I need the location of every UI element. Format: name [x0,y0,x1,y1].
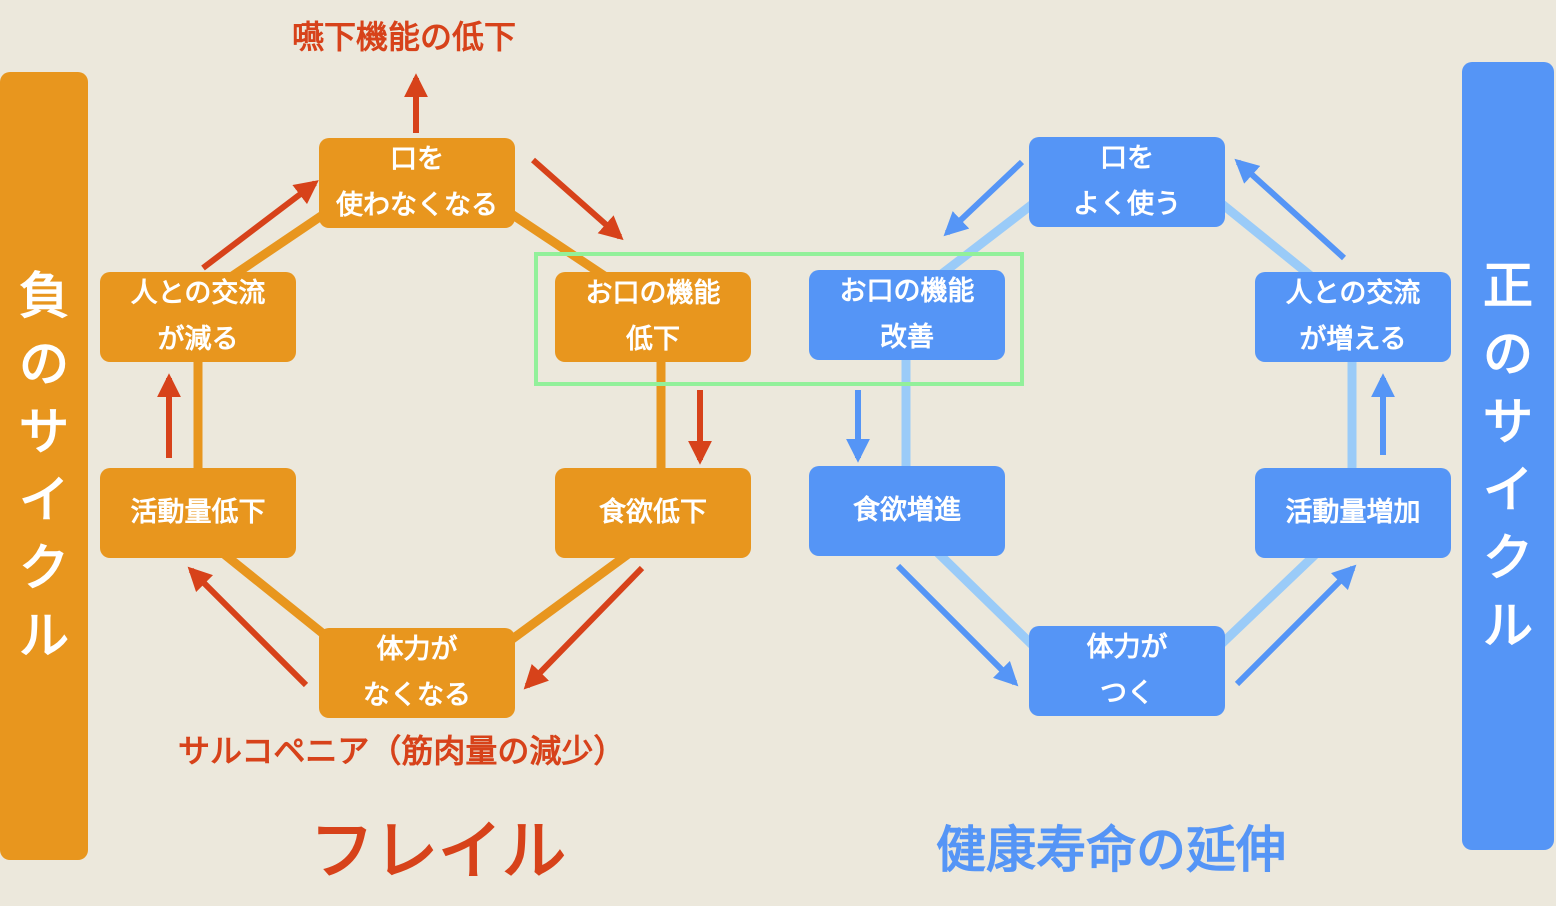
node-line: が増える [1299,324,1407,355]
side-char: ル [1483,597,1533,655]
oral-function-highlight [534,252,1024,386]
side-char: の [19,335,69,393]
positive-cycle-arrows [846,158,1395,687]
side-char: サ [19,403,69,461]
node-line: お口の機能 [839,276,975,307]
node-activity-increase: 活動量増加 [1255,468,1451,558]
healthy-lifespan-title: 健康寿命の延伸 [936,821,1286,879]
negative-cycle-side-bar: 負 の サ イ ク ル [0,72,88,860]
node-line: 活動量増加 [1285,497,1421,528]
node-social-decline: 人との交流 が減る [100,272,296,362]
node-appetite-increase: 食欲増進 [809,466,1005,556]
negative-cycle-arrows [157,73,712,690]
node-line: お口の機能 [585,278,721,309]
node-line: 食欲増進 [853,495,961,526]
node-stamina-gain: 体力が つく [1029,626,1225,716]
node-line: なくなる [363,680,471,711]
side-char: ル [19,607,69,665]
node-stamina-loss: 体力が なくなる [319,628,515,718]
node-social-increase: 人との交流 が増える [1255,272,1451,362]
node-oral-decline: お口の機能 低下 [555,272,751,362]
node-line: 使わなくなる [336,190,498,221]
node-mouth-used: 口を よく使う [1029,137,1225,227]
side-char: 負 [19,267,69,325]
node-line: 低下 [626,324,680,355]
sarcopenia-label: サルコペニア（筋肉量の減少） [178,732,626,770]
node-line: よく使う [1073,189,1181,220]
node-line: 体力が [376,634,458,665]
node-line: 活動量低下 [130,497,266,528]
side-char: 正 [1483,257,1533,315]
node-appetite-decline: 食欲低下 [555,468,751,558]
node-line: 体力が [1086,632,1168,663]
node-line: が減る [157,324,239,355]
node-oral-improve: お口の機能 改善 [809,270,1005,360]
node-line: 口を [390,144,444,175]
side-char: サ [1483,393,1533,451]
node-line: 改善 [880,322,934,353]
node-line: 食欲低下 [599,497,707,528]
side-char: イ [1483,461,1533,519]
node-line: つく [1100,678,1154,709]
frailty-title: フレイル [310,815,566,889]
node-line: 人との交流 [130,278,266,309]
side-char: ク [1483,529,1533,587]
node-mouth-unused: 口を 使わなくなる [319,138,515,228]
side-char: ク [19,539,69,597]
side-char: イ [19,471,69,529]
node-line: 口を [1100,143,1154,174]
node-activity-decline: 活動量低下 [100,468,296,558]
positive-cycle-side-bar: 正 の サ イ ク ル [1462,62,1554,850]
swallow-decline-label: 嚥下機能の低下 [292,18,517,56]
side-char: の [1483,325,1533,383]
node-line: 人との交流 [1285,278,1421,309]
